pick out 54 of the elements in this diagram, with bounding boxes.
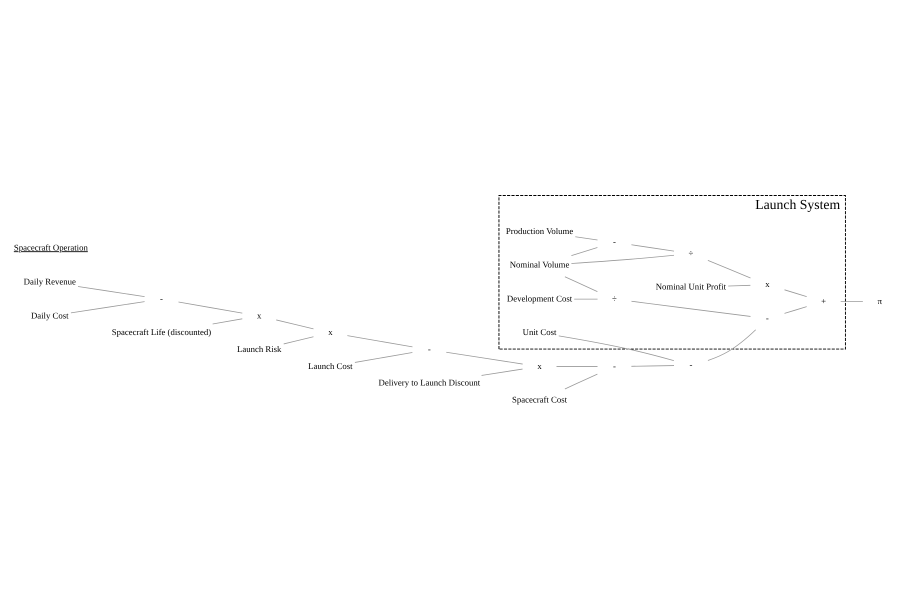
connector — [784, 306, 808, 314]
node-text: Nominal Unit Profit — [656, 282, 726, 292]
node-text: + — [821, 296, 826, 306]
connector — [728, 284, 751, 286]
node-text: x — [537, 360, 542, 371]
connector — [481, 368, 523, 376]
connector — [574, 298, 598, 300]
node-text: Development Cost — [506, 293, 572, 304]
node-text: Daily Cost — [30, 310, 69, 320]
node-text: Launch Risk — [237, 344, 282, 354]
node-text: - — [612, 360, 616, 371]
connector — [212, 318, 243, 324]
connector — [346, 335, 413, 348]
connector — [571, 247, 598, 256]
connector — [708, 329, 756, 361]
node-text: π — [878, 296, 882, 306]
node-text: - — [428, 344, 431, 354]
connector — [784, 289, 808, 298]
connector — [276, 320, 314, 330]
node-text: x — [257, 310, 262, 320]
node-text: ÷ — [688, 248, 694, 258]
connector — [556, 366, 598, 367]
node-text: - — [766, 312, 769, 323]
connector — [178, 302, 243, 314]
connector — [78, 286, 145, 298]
node-text: x — [328, 327, 333, 338]
connector — [631, 244, 674, 252]
connector — [558, 335, 674, 361]
node-text: x — [765, 279, 770, 290]
connector — [574, 236, 598, 240]
connector — [564, 276, 598, 292]
connector — [354, 352, 413, 363]
connector — [840, 301, 864, 302]
node-text: Nominal Volume — [510, 260, 570, 270]
node-text: Spacecraft Life (discounted) — [112, 327, 212, 338]
node-text: - — [160, 293, 163, 304]
connector — [631, 300, 751, 317]
connector — [283, 336, 314, 344]
label: Spacecraft Operation — [14, 242, 88, 252]
node-text: Launch Cost — [308, 360, 353, 371]
connector — [564, 374, 598, 390]
node-text: - — [612, 236, 616, 247]
connector — [631, 365, 674, 367]
node-text: Production Volume — [506, 226, 574, 236]
node-text: Unit Cost — [522, 327, 556, 338]
node-text: Daily Revenue — [24, 276, 76, 287]
connector — [446, 352, 524, 364]
node-text: ÷ — [612, 293, 617, 304]
connector — [70, 301, 145, 314]
node-text: - — [689, 360, 692, 370]
connector — [570, 254, 674, 264]
connector — [707, 260, 751, 278]
node-text: Delivery to Launch Discount — [378, 378, 480, 388]
node-text: Spacecraft Cost — [512, 394, 568, 405]
